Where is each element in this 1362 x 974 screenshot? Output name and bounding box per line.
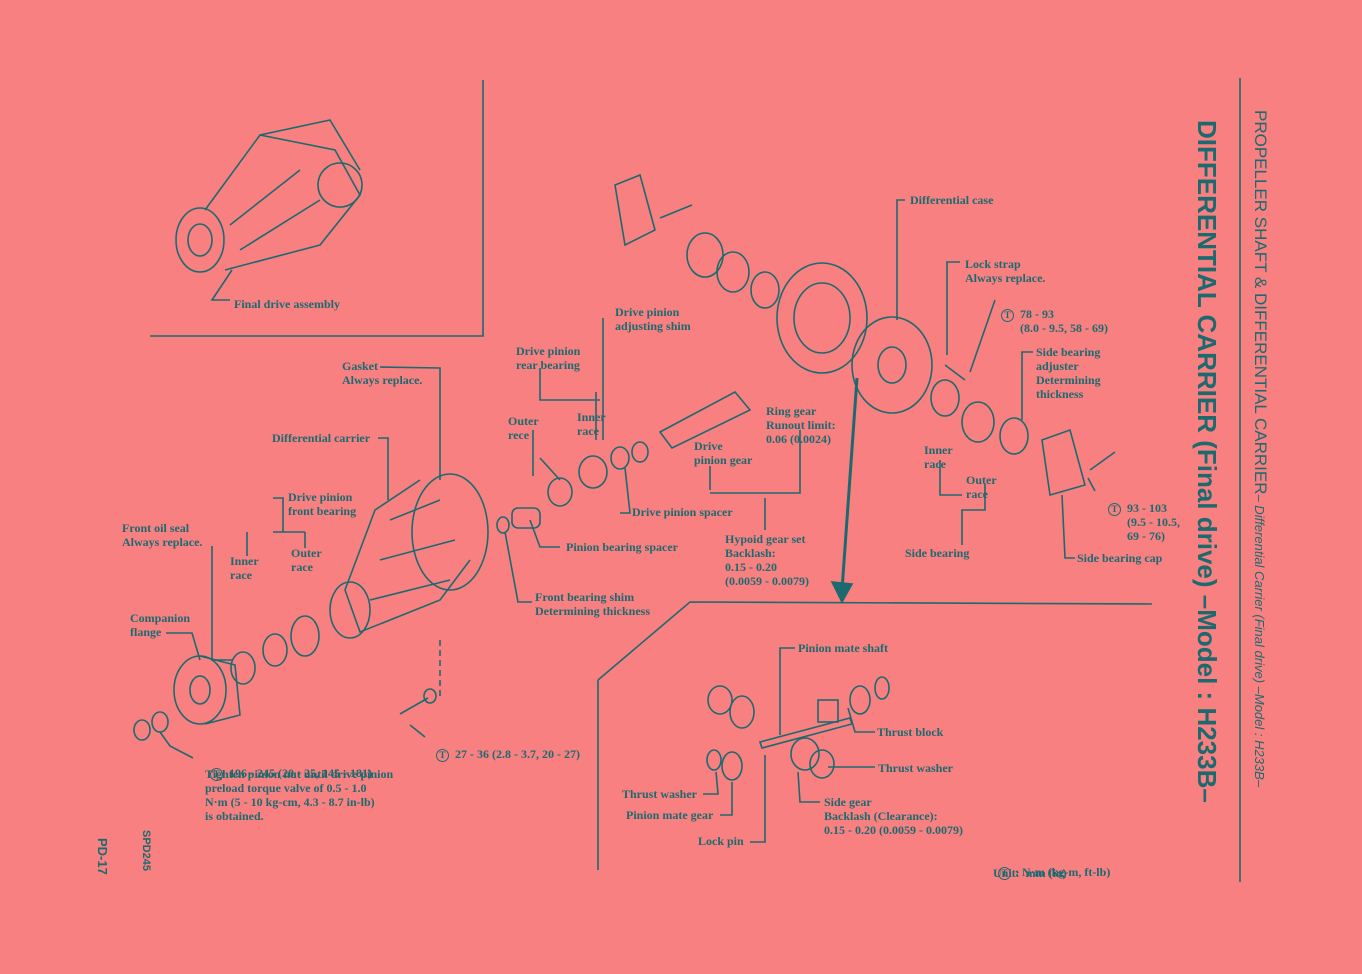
figure-code: SPD245 bbox=[140, 830, 152, 871]
label-side-bearing-cap: Side bearing cap bbox=[1077, 551, 1163, 565]
side-outer-race-drawing bbox=[961, 401, 995, 443]
label-drive-pinion-front-bearing: Drive pinion front bearing bbox=[288, 490, 357, 518]
torque-icon: T bbox=[436, 748, 449, 762]
label-pinion-mate-gear: Pinion mate gear bbox=[626, 808, 714, 822]
page-title: DIFFERENTIAL CARRIER (Final drive) –Mode… bbox=[1192, 120, 1222, 803]
label-lock-strap: Lock strap Always replace. bbox=[965, 257, 1046, 285]
label-rear-inner-race: Inner race bbox=[577, 410, 606, 438]
label-ring-gear: Ring gear Runout limit: 0.06 (0.0024) bbox=[766, 404, 836, 446]
drive-pinion-spacer-drawing bbox=[631, 441, 649, 463]
ring-gear-drawing bbox=[776, 262, 868, 374]
legend-torque-text: : N·m (kg-m, ft-lb) bbox=[1015, 865, 1111, 879]
label-front-bearing-shim: Front bearing shim Determining thickness bbox=[535, 590, 650, 618]
label-side-inner-race: Inner race bbox=[924, 443, 953, 471]
label-drive-pinion-rear-bearing: Drive pinion rear bearing bbox=[516, 344, 581, 372]
label-drive-pinion-spacer: Drive pinion spacer bbox=[632, 505, 733, 519]
label-thrust-washer-right: Thrust washer bbox=[878, 761, 954, 775]
drive-pinion-gear-drawing bbox=[658, 390, 752, 450]
rear-outer-race-drawing bbox=[547, 477, 573, 507]
front-oil-seal-drawing bbox=[230, 651, 256, 685]
torque-icon: T bbox=[210, 767, 223, 781]
label-differential-carrier: Differential carrier bbox=[272, 431, 371, 445]
label-lock-pin: Lock pin bbox=[698, 834, 744, 848]
torque-icon: T bbox=[1001, 308, 1014, 322]
label-side-bearing: Side bearing bbox=[905, 546, 970, 560]
adjusting-shim-drawing bbox=[610, 446, 630, 470]
inset-frame bbox=[150, 80, 484, 337]
label-thrust-washer-left: Thrust washer bbox=[622, 787, 698, 801]
label-front-inner-race: Inner race bbox=[230, 554, 259, 582]
label-final-drive-assembly: Final drive assembly bbox=[234, 297, 341, 311]
pinion-nut bbox=[151, 711, 169, 733]
side-bearing-adjuster-drawing bbox=[999, 417, 1029, 455]
label-gasket: Gasket Always replace. bbox=[342, 359, 423, 387]
label-thrust-block: Thrust block bbox=[877, 725, 944, 739]
label-rear-outer-race: Outer rece bbox=[508, 414, 539, 442]
cap-bolt-top bbox=[659, 204, 693, 219]
carrier-bolt bbox=[399, 697, 429, 715]
detail-frame bbox=[597, 601, 1153, 870]
cap-bolt-right bbox=[1089, 451, 1116, 471]
torque-93: T 93 - 103 (9.5 - 10.5, 69 - 76) bbox=[1108, 487, 1180, 543]
torque-27: T 27 - 36 (2.8 - 3.7, 20 - 27) bbox=[436, 733, 580, 762]
bearing-top-drawing bbox=[686, 232, 724, 278]
final-drive-assembly-drawing bbox=[175, 119, 363, 273]
side-bearing-cap-drawing bbox=[1041, 428, 1086, 497]
section-title: PROPELLER SHAFT & DIFFERENTIAL CARRIER bbox=[1251, 110, 1270, 495]
detail-arrow bbox=[840, 377, 859, 591]
torque-196: T 196 - 245 (20 - 25, 145 - 181) bbox=[210, 752, 372, 781]
lock-strap-drawing bbox=[944, 364, 966, 381]
section-subtitle: – Differential Carrier (Final drive) –Mo… bbox=[1252, 494, 1267, 788]
washer bbox=[133, 719, 151, 741]
thrust-block-drawing bbox=[817, 699, 839, 723]
torque-78: T 78 - 93 (8.0 - 9.5, 58 - 69) bbox=[1001, 293, 1108, 335]
side-gear-drawing bbox=[790, 737, 820, 771]
bearing-cap-top-drawing bbox=[614, 173, 656, 247]
front-inner-race-drawing bbox=[262, 633, 288, 667]
label-differential-case: Differential case bbox=[910, 193, 994, 207]
thrust-washer-left-top bbox=[707, 685, 733, 715]
label-side-outer-race: Outer race bbox=[966, 473, 997, 501]
torque-icon: T bbox=[998, 866, 1011, 880]
legend-unit: Unit: mm (in) bbox=[993, 866, 1067, 880]
side-inner-race-drawing bbox=[930, 379, 960, 417]
pinion-mate-gear-top bbox=[729, 695, 755, 729]
label-pinion-bearing-spacer: Pinion bearing spacer bbox=[566, 540, 679, 554]
label-drive-pinion-adjusting-shim: Drive pinion adjusting shim bbox=[615, 305, 691, 333]
label-side-bearing-adjuster: Side bearing adjuster Determining thickn… bbox=[1036, 345, 1101, 401]
label-side-gear: Side gear Backlash (Clearance): 0.15 - 0… bbox=[824, 795, 963, 837]
label-hypoid-gear-set: Hypoid gear set Backlash: 0.15 - 0.20 (0… bbox=[725, 532, 809, 588]
torque-93-value: 93 - 103 (9.5 - 10.5, 69 - 76) bbox=[1127, 501, 1180, 543]
page-number: PD-17 bbox=[95, 838, 110, 875]
leader-final-drive bbox=[210, 269, 233, 301]
torque-icon: T bbox=[1108, 502, 1121, 516]
legend-torque: T : N·m (kg-m, ft-lb) bbox=[998, 851, 1111, 880]
label-front-oil-seal: Front oil seal Always replace. bbox=[122, 521, 203, 549]
companion-flange-drawing bbox=[173, 655, 241, 725]
front-outer-race-drawing bbox=[290, 615, 320, 657]
label-drive-pinion-gear: Drive pinion gear bbox=[694, 439, 753, 467]
label-tighten-note: Tighten pinion nut until drive pinion pr… bbox=[205, 767, 394, 823]
section-header: PROPELLER SHAFT & DIFFERENTIAL CARRIER– … bbox=[1250, 110, 1270, 787]
torque-78-value: 78 - 93 (8.0 - 9.5, 58 - 69) bbox=[1020, 307, 1108, 335]
front-bearing-shim-drawing bbox=[496, 516, 510, 534]
rear-inner-race-drawing bbox=[578, 455, 608, 489]
differential-case-drawing bbox=[851, 316, 933, 414]
torque-196-value: 196 - 245 (20 - 25, 145 - 181) bbox=[229, 766, 372, 780]
label-front-outer-race: Outer race bbox=[291, 546, 322, 574]
label-pinion-mate-shaft: Pinion mate shaft bbox=[798, 641, 888, 655]
differential-carrier-drawing bbox=[329, 473, 489, 639]
pinion-bearing-spacer-drawing bbox=[511, 507, 541, 529]
pinion-mate-gear-drawing bbox=[721, 751, 743, 781]
torque-27-value: 27 - 36 (2.8 - 3.7, 20 - 27) bbox=[455, 747, 580, 761]
label-companion-flange: Companion flange bbox=[130, 611, 191, 639]
